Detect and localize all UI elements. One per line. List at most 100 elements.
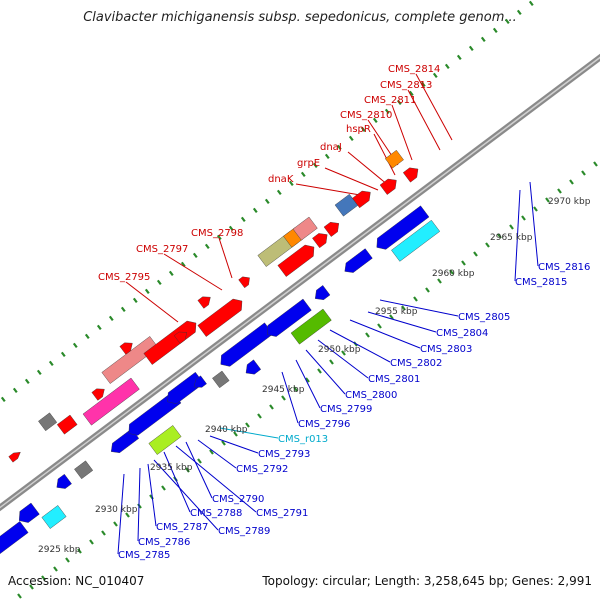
outer-tick	[240, 216, 246, 223]
outer-tick	[192, 252, 198, 259]
forward-label-line	[324, 167, 379, 191]
forward-gene-label: CMS_2814	[388, 64, 440, 75]
inner-tick	[77, 548, 82, 554]
gene-feature	[74, 460, 94, 480]
kbp-label: 2970 kbp	[548, 197, 591, 207]
inner-tick	[29, 584, 34, 590]
inner-tick	[293, 386, 298, 392]
outer-tick	[396, 99, 402, 106]
inner-tick	[557, 188, 562, 194]
reverse-label-line	[163, 451, 191, 513]
reverse-label-line	[329, 329, 391, 363]
reverse-label-line	[209, 435, 259, 454]
gene-feature	[128, 391, 182, 436]
backbone-highlight	[0, 56, 600, 509]
inner-tick	[521, 215, 526, 221]
gene-feature	[167, 371, 205, 405]
forward-gene-label: CMS_2795	[98, 272, 150, 283]
inner-tick	[437, 278, 442, 284]
forward-gene-label: dnaJ	[320, 142, 342, 153]
genome-backbone	[0, 53, 600, 512]
reverse-gene-label: CMS_2796	[298, 419, 350, 430]
reverse-gene-label: CMS_2805	[458, 312, 510, 323]
outer-tick	[264, 198, 270, 205]
gene-feature	[119, 342, 133, 355]
outer-tick	[132, 297, 138, 304]
outer-tick	[408, 90, 414, 97]
gene-feature	[143, 320, 197, 365]
forward-gene-label: dnaK	[268, 174, 294, 185]
gene-feature	[292, 216, 318, 241]
gene-feature	[56, 414, 78, 435]
inner-tick	[245, 422, 250, 428]
forward-label-line	[218, 237, 233, 279]
reverse-gene-label: CMS_2787	[156, 522, 208, 533]
outer-tick	[180, 261, 186, 268]
gene-feature	[266, 298, 312, 337]
outer-tick	[12, 387, 18, 394]
gene-feature	[238, 276, 250, 289]
forward-label-line	[347, 151, 389, 186]
inner-tick	[185, 467, 190, 473]
inner-tick	[389, 314, 394, 320]
forward-gene-label: grpE	[297, 158, 320, 169]
outer-tick-track	[0, 0, 534, 403]
gene-feature	[8, 451, 21, 463]
kbp-label: 2940 kbp	[205, 425, 248, 435]
reverse-gene-label: CMS_2799	[320, 404, 372, 415]
reverse-label-line	[137, 467, 141, 542]
inner-tick	[89, 539, 94, 545]
reverse-gene-label: CMS_2800	[345, 390, 397, 401]
outer-tick	[360, 126, 366, 133]
outer-tick	[372, 117, 378, 124]
inner-tick	[281, 395, 286, 401]
inner-tick	[569, 179, 574, 185]
reverse-label-line	[197, 439, 237, 469]
inner-tick	[269, 404, 274, 410]
reverse-gene-label: CMS_2789	[218, 526, 270, 537]
inner-tick	[161, 485, 166, 491]
gene-feature	[391, 219, 441, 262]
kbp-label: 2945 kbp	[262, 385, 305, 395]
gene-features	[0, 149, 441, 554]
inner-tick	[425, 287, 430, 293]
outer-tick	[480, 36, 486, 43]
gene-feature	[245, 359, 262, 375]
gene-feature	[290, 308, 332, 345]
outer-tick	[492, 27, 498, 34]
reverse-gene-label: CMS_2804	[436, 328, 488, 339]
outer-tick	[216, 234, 222, 241]
outer-tick	[288, 180, 294, 187]
gene-feature	[193, 375, 207, 388]
outer-tick	[48, 360, 54, 367]
reverse-gene-label: CMS_2790	[212, 494, 264, 505]
inner-tick	[533, 206, 538, 212]
gene-feature	[220, 322, 274, 367]
forward-gene-label: hspR	[346, 124, 371, 135]
gene-feature	[197, 296, 211, 309]
gene-feature	[38, 412, 58, 432]
gene-feature	[41, 505, 67, 529]
gene-feature	[56, 473, 72, 489]
gene-feature	[352, 190, 371, 209]
inner-tick	[317, 368, 322, 374]
outer-tick	[156, 279, 162, 286]
gene-feature	[91, 388, 105, 401]
outer-tick	[528, 0, 534, 7]
inner-tick	[17, 593, 22, 599]
reverse-label-line	[175, 445, 257, 513]
reverse-gene-label: CMS_2816	[538, 262, 590, 273]
inner-tick	[401, 305, 406, 311]
forward-gene-label: CMS_2797	[136, 244, 188, 255]
gene-feature	[314, 285, 331, 301]
reverse-label-line	[281, 371, 299, 424]
inner-tick	[341, 350, 346, 356]
reverse-label-line	[153, 459, 219, 531]
reverse-label-line	[367, 311, 437, 333]
inner-tick	[485, 242, 490, 248]
outer-tick	[144, 288, 150, 295]
inner-tick	[257, 413, 262, 419]
inner-tick	[41, 575, 46, 581]
